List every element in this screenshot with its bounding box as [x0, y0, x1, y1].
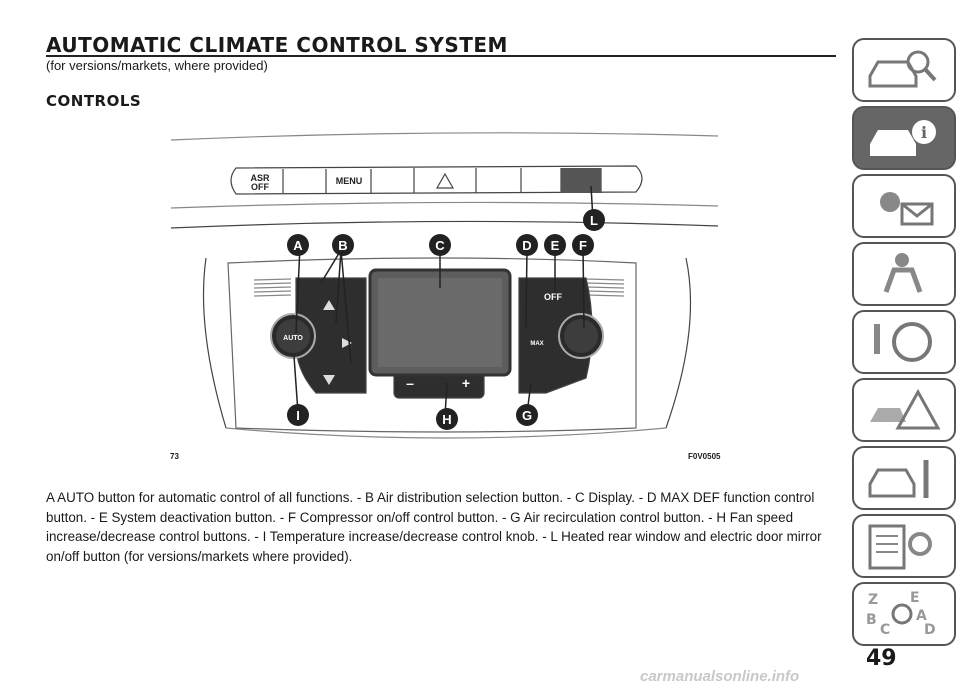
section-heading: CONTROLS: [46, 92, 142, 110]
title-divider: [46, 55, 836, 57]
tab-maintenance[interactable]: [852, 446, 956, 510]
callout-a: A: [293, 238, 303, 253]
callout-b: B: [338, 238, 347, 253]
svg-text:C: C: [880, 622, 890, 638]
callout-h: H: [442, 412, 451, 427]
svg-text:B: B: [866, 612, 877, 628]
tab-car-info[interactable]: i: [852, 106, 956, 170]
callout-l: L: [590, 213, 598, 228]
figure-number: 73: [170, 452, 179, 461]
max-def-button: MAX: [530, 341, 543, 347]
seat-safety-icon: [883, 253, 923, 293]
warning-light-icon: [880, 192, 934, 226]
figure-caption: A AUTO button for automatic control of a…: [46, 490, 822, 564]
car-maintenance-icon: [868, 460, 929, 498]
callout-e: E: [551, 238, 560, 253]
car-dashboard-icon: [868, 50, 937, 88]
asr-button: ASR: [250, 173, 270, 183]
callout-c: C: [435, 238, 445, 253]
page-title: AUTOMATIC CLIMATE CONTROL SYSTEM: [46, 33, 508, 57]
tab-emergency[interactable]: [852, 378, 956, 442]
watermark: carmanualsonline.info: [640, 668, 800, 685]
auto-button: AUTO: [283, 335, 303, 342]
fan-minus-button: –: [406, 375, 414, 391]
svg-text:D: D: [924, 622, 936, 638]
svg-text:A: A: [916, 608, 927, 624]
menu-button: MENU: [336, 176, 363, 186]
key-steering-wheel-icon: [874, 322, 932, 362]
callout-g: G: [522, 408, 532, 423]
callout-d: D: [522, 238, 531, 253]
svg-text:i: i: [921, 123, 927, 142]
tab-starting-driving[interactable]: [852, 310, 956, 374]
figure-code: F0V0505: [688, 452, 721, 461]
tab-index[interactable]: Z E B A C D: [852, 582, 956, 646]
asr-off-label: OFF: [251, 182, 269, 192]
climate-control-figure: ASR OFF MENU AUTO OFF MAX – + A B C D E …: [170, 132, 719, 439]
fan-plus-button: +: [462, 375, 470, 391]
page-number: 49: [866, 646, 897, 671]
callout-i: I: [296, 408, 300, 423]
car-info-icon: i: [870, 120, 936, 156]
page-subtitle: (for versions/markets, where provided): [46, 58, 268, 73]
tab-dashboard[interactable]: [852, 38, 956, 102]
system-off-button: OFF: [544, 292, 562, 302]
callout-f: F: [579, 238, 587, 253]
tab-safety[interactable]: [852, 242, 956, 306]
index-search-icon: Z E B A C D: [866, 590, 936, 638]
tab-technical-data[interactable]: [852, 514, 956, 578]
emergency-triangle-icon: [870, 388, 941, 430]
svg-text:E: E: [910, 590, 920, 606]
svg-text:Z: Z: [868, 592, 878, 608]
tab-warning-lights[interactable]: [852, 174, 956, 238]
technical-data-icon: [868, 524, 932, 570]
